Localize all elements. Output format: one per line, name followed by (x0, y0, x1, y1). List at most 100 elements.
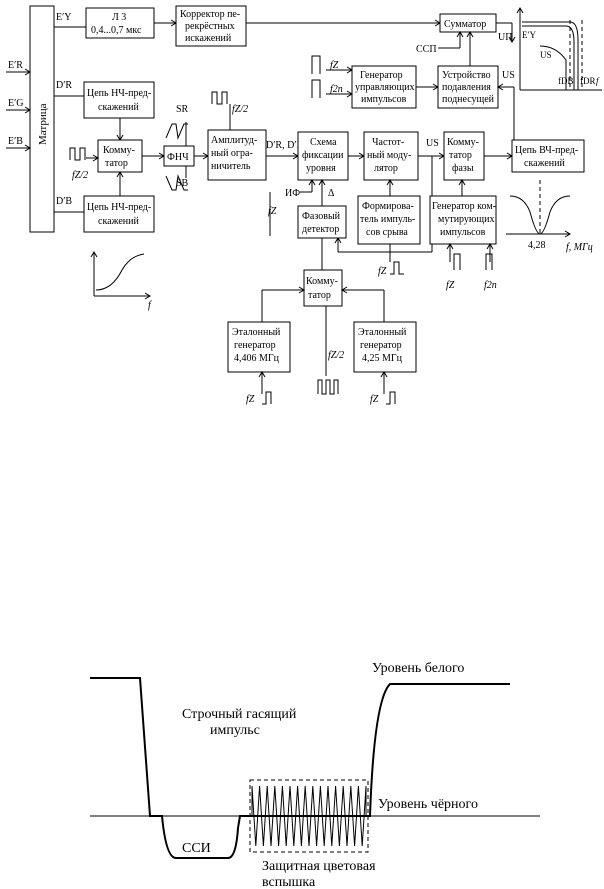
crosstalk-label-3: искажений (185, 33, 232, 44)
phase-comm-label-2: татор (449, 150, 472, 161)
commutating-pulse-generator-block (429, 195, 497, 245)
lf-pre-b-label-2: скажений (98, 216, 140, 227)
ref-gen-right-label-1: Эталонный (358, 327, 407, 338)
lf-preemphasis-b-block (83, 195, 155, 233)
reference-generator-4406-block (227, 321, 291, 373)
level-fixing-block (297, 131, 349, 181)
spectrum-fdr-label: fDR (580, 76, 596, 86)
delay-line-label-1: Л 3 (112, 12, 126, 23)
ssi-label: ССИ (182, 841, 211, 856)
crosstalk-label-2: рекрёстных (185, 21, 235, 32)
ref-gen-right-label-3: 4,25 МГц (362, 353, 403, 364)
pulse-former-label-1: Формирова- (362, 201, 414, 212)
control-gen-label-2: управляющих (355, 82, 415, 93)
sr-pulse-icon (165, 123, 188, 140)
pulse-former-pulse-icon (390, 261, 404, 275)
lpf-label: ФНЧ (167, 152, 189, 163)
fz2-pulse-icon (69, 147, 86, 161)
fm-label-2: ный моду- (367, 150, 411, 161)
sb-pulse-icon (165, 174, 188, 191)
white-level-label: Уровень белого (372, 661, 464, 676)
ref-gen-right-fz: fZ (370, 394, 379, 405)
ref-gen-left-label-3: 4,406 МГц (234, 353, 280, 364)
commutator-left-fz2: fZ/2 (72, 170, 88, 181)
blanking-label-1: Строчный гасящий (182, 707, 297, 722)
signal-sr: SR (176, 104, 189, 115)
suppress-label-3: поднесущей (442, 94, 495, 105)
black-level-label: Уровень чёрного (378, 797, 478, 812)
amplitude-limiter-block (207, 129, 267, 181)
fm-us-label: US (426, 138, 439, 149)
signal-sb: SB (176, 178, 189, 189)
signal-eg: E′G (8, 98, 24, 109)
pulse-former-label-3: сов срыва (366, 227, 408, 238)
control-gen-f2n: f2n (330, 84, 343, 95)
ref-gen-left-fz: fZ (246, 394, 255, 405)
burst-label-1: Защитная цветовая (262, 859, 376, 874)
subcarrier-suppression-block (437, 65, 499, 109)
blanking-pulse-waveform (90, 677, 510, 859)
signal-eb: E′B (8, 136, 23, 147)
limiter-label-2: ный огра- (211, 148, 253, 159)
spectrum-f-label: f (596, 76, 600, 86)
burst-label-2: вспышка (262, 875, 316, 889)
phase-det-fz: fZ (268, 206, 277, 217)
control-gen-fz: fZ (330, 60, 339, 71)
fm-label-1: Частот- (372, 137, 404, 148)
phase-comm-label-3: фазы (452, 163, 474, 174)
suppress-label-1: Устройство (442, 70, 491, 81)
bell-f-label: f, МГц (566, 242, 593, 253)
control-gen-label-3: импульсов (361, 94, 407, 105)
ref-gen-left-pulse-icon (262, 391, 272, 405)
ref-gen-left-label-2: генератор (234, 340, 276, 351)
signal-if: ИФ (285, 188, 300, 199)
signal-ey: E′Y (56, 12, 72, 23)
level-fix-label-1: Схема (310, 137, 337, 148)
fm-label-3: лятор (374, 163, 398, 174)
delay-line-label-2: 0,4...0,7 мкс (91, 25, 142, 36)
commutator-bottom-fz2: fZ/2 (328, 350, 344, 361)
lf-preemphasis-curve (95, 253, 145, 291)
matrix-label: Матрица (37, 103, 49, 145)
ref-gen-right-label-2: генератор (360, 340, 402, 351)
delay-line-block (85, 7, 155, 39)
spectrum-fdb-label: fDB (558, 76, 574, 86)
phase-comm-label-1: Комму- (447, 137, 479, 148)
comm-pulse-gen-label-3: импульсов (440, 227, 486, 238)
phase-commutator-block (443, 131, 485, 181)
crosstalk-corrector-block (175, 5, 247, 47)
level-fix-label-2: фиксации (302, 150, 344, 161)
lf-curve-f-label: f (148, 300, 152, 311)
pulse-former-block (357, 195, 421, 245)
signal-delta: Δ (328, 188, 335, 199)
color-burst-oscillation (251, 785, 367, 847)
reference-generator-425-block (353, 321, 417, 373)
suppress-us-label: US (502, 70, 515, 81)
limiter-fz2: fZ/2 (232, 104, 248, 115)
control-pulse-generator-block (351, 65, 417, 109)
comm-pulse-gen-label-1: Генератор ком- (432, 201, 496, 212)
pulse-former-fz: fZ (378, 266, 387, 277)
blanking-label-2: импульс (210, 723, 260, 738)
spectrum-ey-label: E′Y (522, 30, 536, 40)
commutator-bottom-pulse-icon (317, 379, 339, 395)
adder-label: Сумматор (444, 19, 486, 30)
commutator-bottom-label-1: Комму- (306, 276, 338, 287)
control-gen-label-1: Генератор (360, 70, 403, 81)
ref-gen-left-label-1: Эталонный (232, 327, 281, 338)
comm-gen-fz-pulse-icon (453, 253, 461, 270)
lf-pre-b-label-1: Цепь НЧ-пред- (87, 202, 151, 213)
commutator-left-label-1: Комму- (103, 145, 135, 156)
comm-gen-f2n-pulse-icon (485, 253, 493, 270)
lf-pre-r-label-1: Цепь НЧ-пред- (87, 88, 151, 99)
pulse-former-label-2: тель импуль- (360, 214, 415, 225)
crosstalk-label-1: Корректор пе- (180, 9, 240, 20)
limiter-label-3: ничитель (211, 161, 251, 172)
signal-ssp: ССП (416, 44, 437, 55)
ref-gen-right-pulse-icon (386, 391, 396, 405)
phase-det-label-2: детектор (302, 224, 339, 235)
limiter-label-1: Амплитуд- (211, 135, 257, 146)
hf-pre-label-2: скажений (524, 158, 566, 169)
comm-pulse-gen-label-2: мутирующих (438, 214, 494, 225)
